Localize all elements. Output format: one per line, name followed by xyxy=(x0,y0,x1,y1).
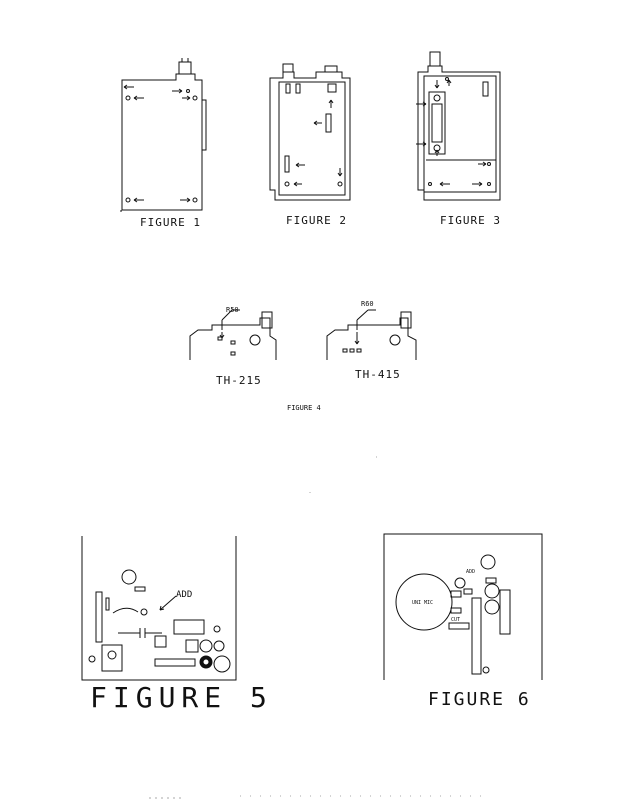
figure-1 xyxy=(120,58,207,212)
figure-4-left-part-label: R50 xyxy=(226,306,239,314)
screw-arrows xyxy=(123,84,191,203)
figure-4-right-part-label: R60 xyxy=(361,300,374,308)
figure-2-caption: FIGURE 2 xyxy=(286,214,347,227)
figure-3-caption: FIGURE 3 xyxy=(440,214,501,227)
scan-specks xyxy=(149,456,490,799)
screw-arrows xyxy=(293,99,343,187)
board-frame xyxy=(81,536,237,681)
figure-4-left xyxy=(189,309,277,360)
board-edge xyxy=(326,317,417,360)
radio-back-outline xyxy=(121,73,203,211)
figure-6-add-label: ADD xyxy=(466,569,475,575)
figure-5-add-label: ADD xyxy=(176,590,192,600)
figure-4-right xyxy=(326,309,417,360)
side-notch xyxy=(202,99,207,151)
screw-arrows xyxy=(416,79,487,187)
figure-2 xyxy=(269,63,351,201)
figure-4-left-model-label: TH-215 xyxy=(216,374,262,387)
figure-4-caption: FIGURE 4 xyxy=(287,404,321,412)
figure-3 xyxy=(416,51,501,201)
radio-body-outline xyxy=(417,65,501,201)
figure-6-cut-label: CUT xyxy=(451,617,460,623)
board-edge xyxy=(189,317,277,360)
antenna-connector xyxy=(178,61,192,75)
figure-6-mic-label: UNI MIC xyxy=(412,600,433,606)
board-frame xyxy=(383,533,543,680)
figure-6 xyxy=(383,533,543,680)
radio-body-outline xyxy=(269,71,351,201)
figure-4-right-model-label: TH-415 xyxy=(355,368,401,381)
figure-1-caption: FIGURE 1 xyxy=(140,216,201,229)
figure-5-caption: FIGURE 5 xyxy=(90,681,273,714)
microphone-capsule xyxy=(395,573,453,631)
inner-panel xyxy=(423,75,497,193)
figure-5 xyxy=(81,536,237,681)
inner-panel xyxy=(278,81,346,196)
figure-6-caption: FIGURE 6 xyxy=(428,689,531,710)
